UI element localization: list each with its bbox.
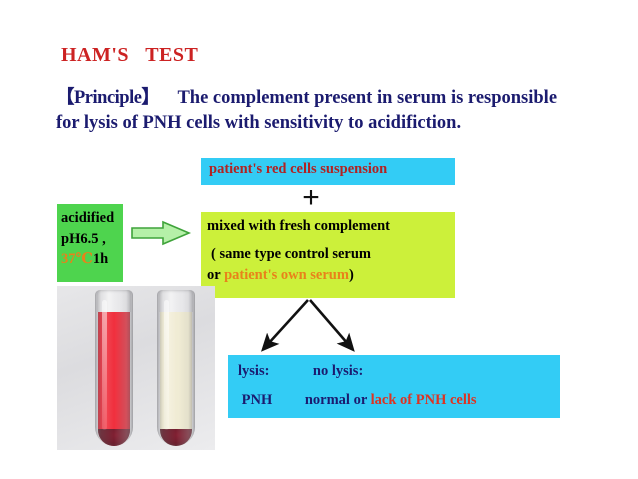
branching-arrows-icon — [248, 298, 368, 356]
result-value-highlight: lack of PNH cells — [370, 392, 477, 408]
mixed-complement-box: mixed with fresh complement ( same type … — [201, 212, 455, 298]
test-tube-no-lysis — [157, 290, 195, 446]
plus-sign-icon: + — [302, 181, 320, 214]
tube-right-highlight — [164, 300, 169, 430]
result-value-prefix: PNH normal or — [238, 392, 371, 408]
result-box: lysis: no lysis: PNH normal or lack of P… — [228, 355, 560, 418]
tube-left-highlight — [102, 300, 107, 430]
result-row-values: PNH normal or lack of PNH cells — [238, 392, 560, 409]
principle-label: 【Principle】 — [56, 88, 160, 108]
mixed-line-2: ( same type control serum — [211, 246, 372, 263]
condition-line-ph: pH6.5 , — [61, 230, 106, 247]
suspension-text: patient's red cells suspension — [209, 161, 388, 177]
mixed-line-3-highlight: patient's own serum — [224, 267, 349, 284]
condition-duration: 1h — [92, 251, 109, 268]
mixed-line-3-prefix: or — [207, 267, 225, 284]
condition-line-acidified: acidified — [61, 210, 115, 226]
principle-paragraph: 【Principle】The complement present in ser… — [56, 86, 576, 135]
page-title: HAM'S TEST — [61, 44, 199, 66]
tube-right-glass — [157, 290, 195, 446]
result-row-headers: lysis: no lysis: — [238, 363, 364, 379]
mixed-line-3-suffix: ) — [348, 267, 354, 284]
test-tubes-photo — [57, 286, 215, 450]
suspension-box: patient's red cells suspension — [201, 158, 455, 185]
condition-line-temperature: 37℃1h — [61, 249, 123, 270]
mixed-line-1: mixed with fresh complement — [207, 218, 390, 234]
principle-body: The complement present in serum is respo… — [56, 88, 558, 133]
acidified-condition-box: acidified pH6.5 , 37℃1h — [57, 204, 123, 282]
condition-temperature: 37℃ — [61, 251, 93, 268]
tube-left-glass — [95, 290, 133, 446]
mixed-line-3: or patient's own serum) — [207, 265, 455, 286]
test-tube-lysis — [95, 290, 133, 446]
right-arrow-icon — [130, 220, 192, 246]
